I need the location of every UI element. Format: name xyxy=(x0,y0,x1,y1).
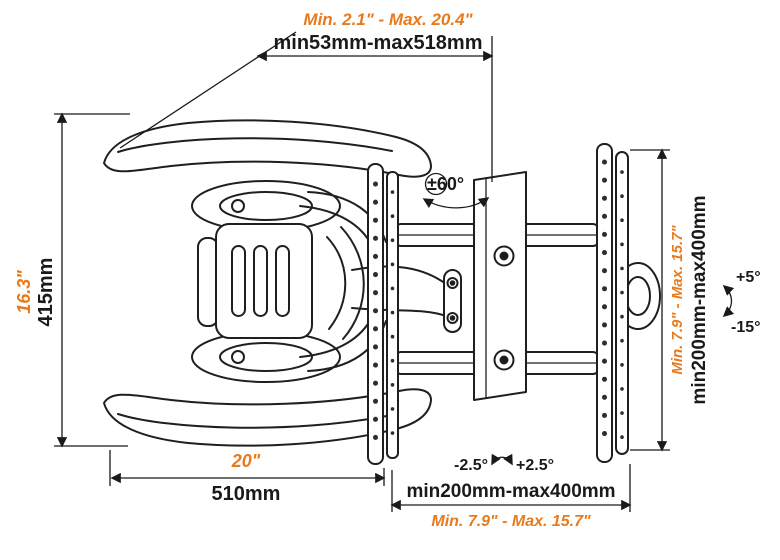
wall-plate-screw-bottom xyxy=(493,349,515,371)
pivot-hub-bottom xyxy=(231,350,245,364)
roll-right-label: +2.5° xyxy=(516,457,554,474)
tv-bracket xyxy=(103,119,432,447)
wall-rail-right xyxy=(596,143,613,463)
tilt-joint-screw-bottom-center xyxy=(449,315,456,321)
wall-plate-screw-top-center xyxy=(499,251,509,261)
housing-slot xyxy=(275,245,290,317)
dimension-lines xyxy=(54,31,735,512)
swing-arm-curve-outer xyxy=(340,226,365,340)
bottom-dim-imperial-label: 20" xyxy=(231,451,261,471)
link-top xyxy=(351,265,447,285)
wall-rail-right-inner xyxy=(615,151,629,455)
wall-plate-screw-top xyxy=(493,245,515,267)
swing-arm-curve-inner xyxy=(326,236,347,330)
wall-plate-screw-bottom-center xyxy=(499,355,509,365)
tilt-up-label: +5° xyxy=(736,269,761,286)
tilt-joint xyxy=(443,269,462,333)
housing-body xyxy=(215,223,313,339)
vesa-rail-front xyxy=(367,163,384,465)
tilt-down-label: -15° xyxy=(731,319,761,336)
left-dim-metric-label: 415mm xyxy=(35,258,57,327)
top-dim-metric-label: min53mm-max518mm xyxy=(274,32,483,54)
tv-bracket-arm-top-detail xyxy=(117,137,393,153)
roll-left-label: -2.5° xyxy=(454,457,488,474)
tv-bracket-arm-bottom xyxy=(103,388,432,447)
right-dim-metric-label: min200mm-max400mm xyxy=(689,195,710,404)
left-dim-imperial-label: 16.3" xyxy=(14,270,34,314)
bottom-right-dim-imperial-label: Min. 7.9" - Max. 15.7" xyxy=(431,513,591,530)
wall-rails-right xyxy=(596,143,661,463)
tilt-joint-screw-bottom xyxy=(446,312,459,324)
pivot-plate-top-inner xyxy=(219,191,313,221)
tv-bracket-arm-bottom-detail xyxy=(117,413,393,429)
swivel-arc xyxy=(422,197,490,209)
bottom-right-dim-metric-label: min200mm-max400mm xyxy=(406,481,615,502)
mount-drawing xyxy=(103,119,661,465)
roll-arc xyxy=(491,453,513,466)
swivel-symbol-circle xyxy=(424,172,448,196)
wall-plate-body xyxy=(473,171,527,401)
pivot-plate-bottom xyxy=(191,331,341,383)
vesa-rail-front-inner xyxy=(386,171,399,459)
right-dim-imperial-label: Min. 7.9" - Max. 15.7" xyxy=(669,224,686,374)
top-dim-imperial-label: Min. 2.1" - Max. 20.4" xyxy=(303,10,473,29)
tilt-joint-screw-top-center xyxy=(449,280,456,286)
central-housing xyxy=(197,223,313,339)
tilt-arc xyxy=(722,284,735,318)
pivot-plate-bottom-inner xyxy=(219,342,313,372)
tv-bracket-arm-top xyxy=(103,119,432,178)
link-bottom xyxy=(351,307,447,317)
housing-slot xyxy=(253,245,268,317)
swivel-angle-label: ±60° xyxy=(427,174,464,194)
pivot-hub-top xyxy=(231,199,245,213)
dimension-labels: Min. 2.1" - Max. 20.4" min53mm-max518mm … xyxy=(14,10,761,530)
tilt-joint-screw-top xyxy=(446,277,459,289)
bottom-dim-metric-label: 510mm xyxy=(212,483,281,505)
wall-plate xyxy=(473,171,527,401)
housing-slot xyxy=(231,245,246,317)
vesa-rails-front xyxy=(367,163,399,465)
